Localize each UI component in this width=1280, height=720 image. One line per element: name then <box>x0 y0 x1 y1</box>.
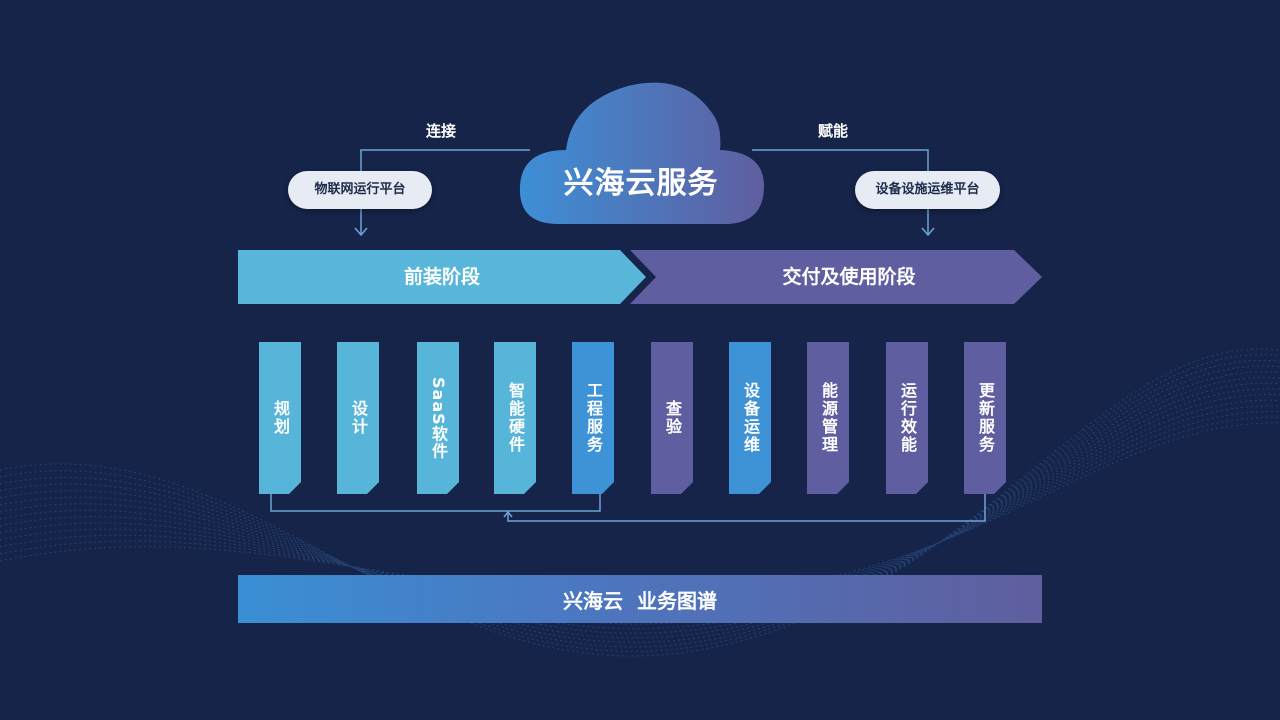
facility-ops-pill: 设备设施运维平台 <box>855 171 1000 209</box>
phase-label-pre: 前装阶段 <box>403 266 480 288</box>
stage-card-shape <box>494 342 536 494</box>
stage-label: 工程服务 <box>584 382 603 454</box>
cloud-icon <box>519 82 764 224</box>
wave-line <box>0 382 1280 630</box>
stage-card: SaaS软件 <box>417 342 459 494</box>
wave-line <box>0 371 1280 639</box>
wave-line <box>0 348 1280 657</box>
phase-arrow-usage <box>630 250 1042 304</box>
business-map-label: 兴海云 业务图谱 <box>563 588 717 613</box>
stage-card: 智能硬件 <box>494 342 536 494</box>
front-phase-loop <box>270 494 601 512</box>
stage-label: 设计 <box>349 400 368 436</box>
stage-label: 能源管理 <box>819 382 838 454</box>
stage-card: 规划 <box>259 342 301 494</box>
wave-line <box>0 394 1280 620</box>
core-service-title: 兴海云服务 <box>563 166 719 201</box>
stage-card: 更新服务 <box>964 342 1006 494</box>
iot-platform-pill: 物联网运行平台 <box>288 171 432 209</box>
wave-line <box>0 405 1280 611</box>
stage-label: 更新服务 <box>976 382 995 454</box>
stage-card-shape <box>417 342 459 494</box>
stage-card-shape <box>807 342 849 494</box>
phase-label-usage: 交付及使用阶段 <box>782 266 916 288</box>
stage-card-shape <box>651 342 693 494</box>
connect-label: 连接 <box>426 122 457 140</box>
business-map-bar: 兴海云 业务图谱 <box>238 575 1042 623</box>
stage-card: 工程服务 <box>572 342 614 494</box>
arrow-head-loop <box>503 510 513 518</box>
stage-card: 设备运维 <box>729 342 771 494</box>
stage-card-shape <box>572 342 614 494</box>
arrow-head-right <box>921 227 935 237</box>
wave-line <box>0 365 1280 643</box>
stage-card-shape <box>964 342 1006 494</box>
wave-line <box>0 359 1280 648</box>
wave-line <box>0 422 1280 598</box>
wave-line <box>0 416 1280 602</box>
stage-card-shape <box>259 342 301 494</box>
core-service-cloud: 兴海云服务 <box>510 66 772 234</box>
stage-label: 查验 <box>663 400 682 436</box>
empower-label: 赋能 <box>818 122 849 140</box>
stage-card: 能源管理 <box>807 342 849 494</box>
stage-label: SaaS软件 <box>429 376 448 460</box>
stage-card-shape <box>886 342 928 494</box>
stage-label: 智能硬件 <box>506 382 525 454</box>
wave-line <box>0 399 1280 616</box>
stage-card: 查验 <box>651 342 693 494</box>
stage-label: 设备运维 <box>741 382 760 454</box>
stage-card-shape <box>729 342 771 494</box>
stage-label: 运行效能 <box>898 382 917 454</box>
stage-card: 运行效能 <box>886 342 928 494</box>
stage-card: 设计 <box>337 342 379 494</box>
stage-card-shape <box>337 342 379 494</box>
phase-arrow-pre <box>238 250 646 304</box>
usage-phase-loop <box>507 494 986 522</box>
arrow-head-left <box>354 227 368 237</box>
wave-line <box>0 354 1280 652</box>
stage-label: 规划 <box>271 400 290 436</box>
